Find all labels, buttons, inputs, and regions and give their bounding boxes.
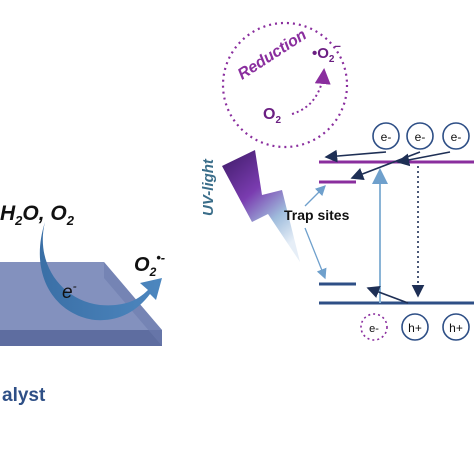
hole-circle-2: h+ <box>442 313 470 341</box>
trap-sites-pointer-upper <box>304 185 326 207</box>
electron-circle-2-label: e- <box>415 130 426 144</box>
electron-dotted-circle: e- <box>360 313 388 341</box>
hole-trapping-arrow <box>366 285 409 304</box>
superoxide-product-label: O2•- <box>134 250 165 279</box>
electron-dotted-label: e- <box>369 323 379 335</box>
oxygen-label: O2 <box>263 106 281 126</box>
electron-transfer-arrow <box>39 222 163 321</box>
electron-circle-1: e- <box>372 122 400 150</box>
hole-circle-2-label: h+ <box>449 321 463 335</box>
hole-circle-1-label: h+ <box>408 321 422 335</box>
reactants-label: H2O, O2 <box>0 202 75 228</box>
reduction-cycle <box>221 21 349 149</box>
electron-circle-3-label: e- <box>451 130 462 144</box>
catalyst-label: alyst <box>2 385 46 406</box>
electron-to-oxygen-arrow-1 <box>324 149 387 163</box>
hole-circle-1: h+ <box>401 313 429 341</box>
trap-sites-label: Trap sites <box>284 207 350 223</box>
electron-circle-1-label: e- <box>381 130 392 144</box>
electron-trapping-arrow <box>396 151 451 167</box>
trap-sites-pointer-lower <box>304 227 327 280</box>
electron-circle-2: e- <box>406 122 434 150</box>
uv-lightning-bolt <box>222 150 300 262</box>
uv-light-label: UV-light <box>200 158 217 216</box>
electron-circle-3: e- <box>442 122 470 150</box>
superoxide-radical-label: •O2− <box>312 41 341 65</box>
reduction-arrow <box>291 68 331 115</box>
reduction-label: Reduction <box>235 26 310 83</box>
electron-label: e- <box>62 279 77 303</box>
electron-to-oxygen-arrow-2 <box>350 151 421 180</box>
